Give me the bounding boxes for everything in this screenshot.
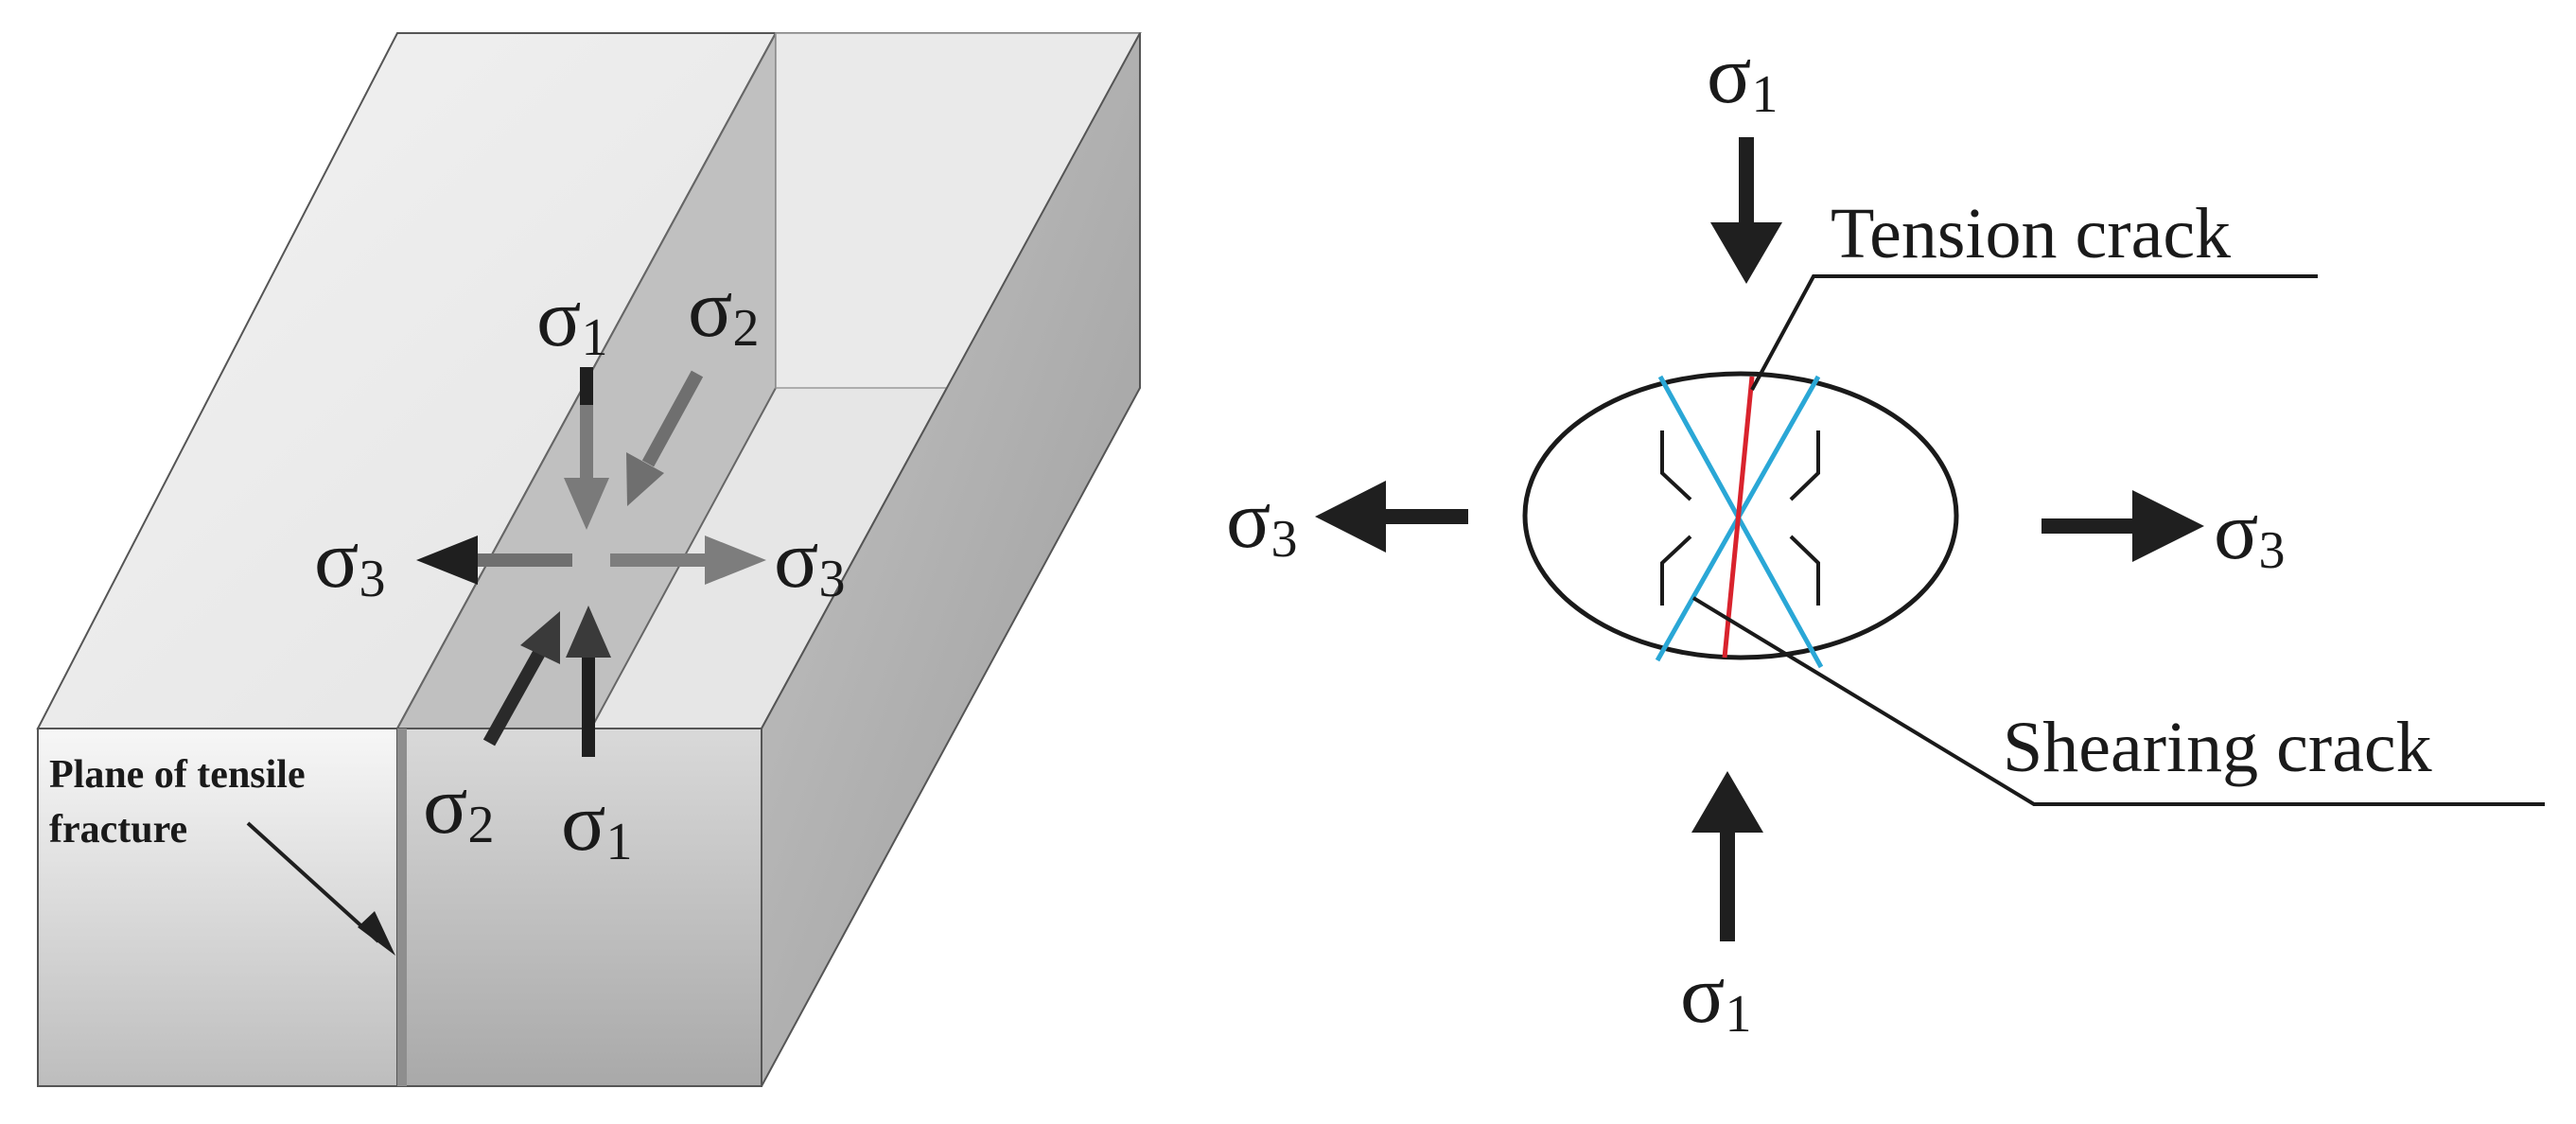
fracture-slot (397, 729, 407, 1086)
tensile-plane-label-line2: fracture (49, 808, 187, 852)
ellipse-sigma3-right-arrow (2042, 490, 2204, 562)
shearing-crack-line-1 (1657, 375, 1824, 669)
ellipse-sigma1-bottom-label: σ1 (1680, 949, 1751, 1044)
ellipse-sigma3-left-label: σ3 (1226, 474, 1297, 569)
block-sigma1-top-arrow (564, 367, 609, 530)
block-front-left-face (37, 728, 398, 1087)
block-front-right-face (396, 728, 762, 1087)
ellipse-sigma3-right-label: σ3 (2214, 485, 2285, 580)
stress-ellipse (1522, 371, 1959, 660)
block-stress-labels: σ1 σ2 σ3 σ3 σ2 σ1 (314, 263, 845, 871)
tension-crack-line (1722, 376, 1755, 659)
tensile-plane-annotation: Plane of tensile fracture (49, 753, 395, 956)
tension-crack-leader (1750, 274, 2318, 391)
block-sigma2-top-label: σ2 (688, 263, 759, 358)
ellipse-sigma1-top-label: σ1 (1707, 29, 1778, 124)
block-sigma2-top-arrow (626, 370, 704, 506)
block-sigma3-right-label: σ3 (774, 514, 845, 608)
block-sigma3-left-arrow (416, 536, 572, 585)
block-sigma1-bottom-label: σ1 (561, 777, 632, 871)
shearing-crack-leader (1691, 596, 2545, 806)
block-sigma2-bottom-label: σ2 (423, 760, 494, 854)
tension-crack-label: Tension crack (1831, 194, 2231, 273)
ellipse-sigma3-left-arrow (1315, 481, 1468, 553)
shear-slip-markers (1660, 430, 1820, 606)
block-sigma1-bottom-arrow (566, 606, 611, 757)
ellipse-diagram: σ1 σ1 σ3 σ3 Tension crack Shearing crack (1226, 29, 2545, 1044)
tensile-plane-pointer-line (246, 821, 380, 943)
tensile-plane-label-line1: Plane of tensile (49, 753, 306, 797)
ellipse-sigma1-bottom-arrow (1691, 771, 1763, 941)
tensile-plane-pointer-head (358, 911, 395, 956)
ellipse-sigma1-top-arrow (1710, 137, 1782, 284)
block-sigma1-top-label: σ1 (536, 272, 607, 367)
shearing-crack-label: Shearing crack (2003, 708, 2432, 787)
block-sigma3-right-arrow (610, 536, 766, 585)
rock-block (36, 32, 1142, 1087)
block-stress-arrows (416, 367, 766, 757)
block-sigma2-bottom-arrow (482, 611, 560, 746)
block-sigma3-left-label: σ3 (314, 514, 385, 608)
